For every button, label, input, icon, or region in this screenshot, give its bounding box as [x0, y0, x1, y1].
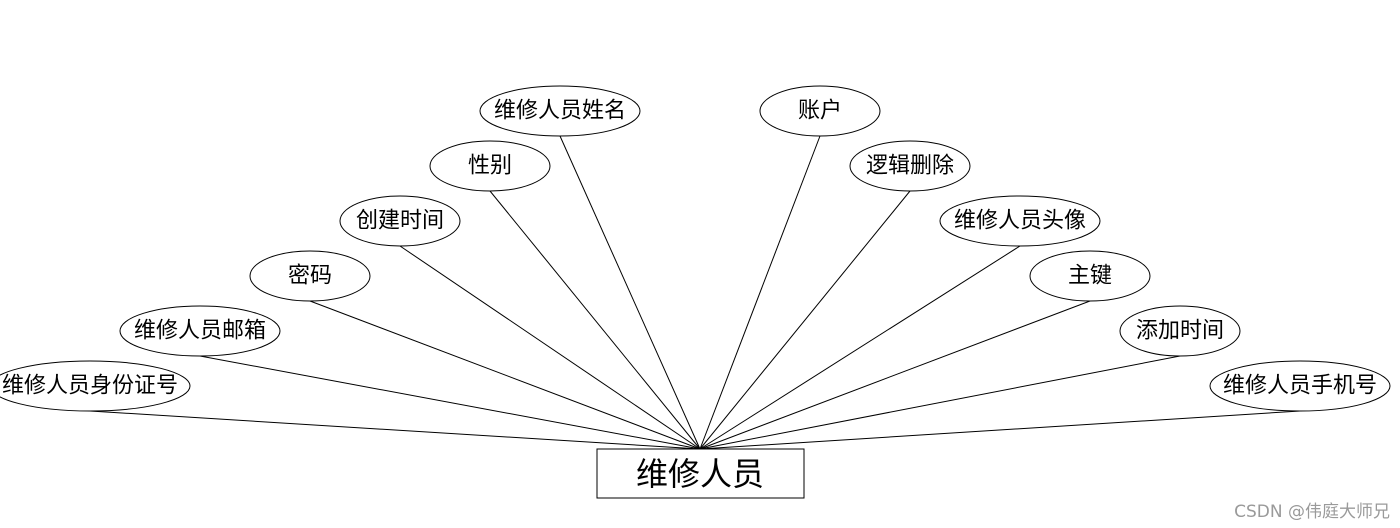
link-create-time: [399, 245, 701, 450]
entity-label: 维修人员: [636, 455, 764, 493]
attribute-ellipse-email: [119, 305, 281, 357]
attribute-label-primary-key: 主键: [1068, 264, 1112, 289]
attribute-primary-key: 主键: [1029, 250, 1151, 302]
attribute-label-logical-delete: 逻辑删除: [866, 154, 954, 179]
link-email: [199, 355, 701, 450]
attribute-label-account: 账户: [798, 99, 842, 124]
attribute-label-email: 维修人员邮箱: [134, 319, 266, 344]
attribute-ellipse-create-time: [339, 195, 461, 247]
attribute-ellipse-account: [759, 85, 881, 137]
attribute-create-time: 创建时间: [339, 195, 461, 247]
link-phone: [699, 410, 1301, 450]
link-logical-delete: [699, 190, 911, 450]
attribute-phone: 维修人员手机号: [1209, 360, 1391, 412]
link-name: [559, 135, 701, 450]
attribute-label-avatar: 维修人员头像: [954, 209, 1086, 234]
attribute-ellipse-password: [249, 250, 371, 302]
attribute-name: 维修人员姓名: [479, 85, 641, 137]
watermark: CSDN @伟庭大师兄: [1234, 502, 1390, 522]
attribute-account: 账户: [759, 85, 881, 137]
attribute-label-password: 密码: [288, 264, 332, 289]
attribute-email: 维修人员邮箱: [119, 305, 281, 357]
attribute-avatar: 维修人员头像: [939, 195, 1101, 247]
attribute-ellipse-gender: [429, 140, 551, 192]
attribute-password: 密码: [249, 250, 371, 302]
entity-box: [596, 448, 805, 499]
relationship-lines: [89, 135, 1301, 450]
attribute-label-add-time: 添加时间: [1136, 319, 1224, 344]
attribute-logical-delete: 逻辑删除: [849, 140, 971, 192]
attribute-ellipse-primary-key: [1029, 250, 1151, 302]
attribute-label-name: 维修人员姓名: [494, 99, 626, 124]
attribute-label-phone: 维修人员手机号: [1223, 374, 1377, 399]
attribute-ellipse-phone: [1209, 360, 1391, 412]
link-account: [699, 135, 821, 450]
attribute-ellipse-name: [479, 85, 641, 137]
attribute-ellipse-logical-delete: [849, 140, 971, 192]
attribute-label-id-card: 维修人员身份证号: [2, 374, 178, 399]
link-primary-key: [699, 300, 1091, 450]
attribute-add-time: 添加时间: [1119, 305, 1241, 357]
link-id-card: [89, 410, 701, 450]
link-gender: [489, 190, 701, 450]
attribute-ellipse-id-card: [0, 360, 191, 412]
link-avatar: [699, 245, 1021, 450]
attribute-ellipse-add-time: [1119, 305, 1241, 357]
link-add-time: [699, 355, 1181, 450]
attribute-label-create-time: 创建时间: [356, 209, 444, 234]
entity-node: 维修人员: [596, 448, 805, 499]
attribute-ellipse-avatar: [939, 195, 1101, 247]
attribute-gender: 性别: [429, 140, 551, 192]
attribute-nodes: 维修人员身份证号 维修人员邮箱 密码 创建时间 性别 维修人员姓名 账户逻辑删除维修人员头像…: [0, 85, 1391, 412]
attribute-label-gender: 性别: [468, 154, 512, 179]
attribute-id-card: 维修人员身份证号: [0, 360, 191, 412]
link-password: [309, 300, 701, 450]
